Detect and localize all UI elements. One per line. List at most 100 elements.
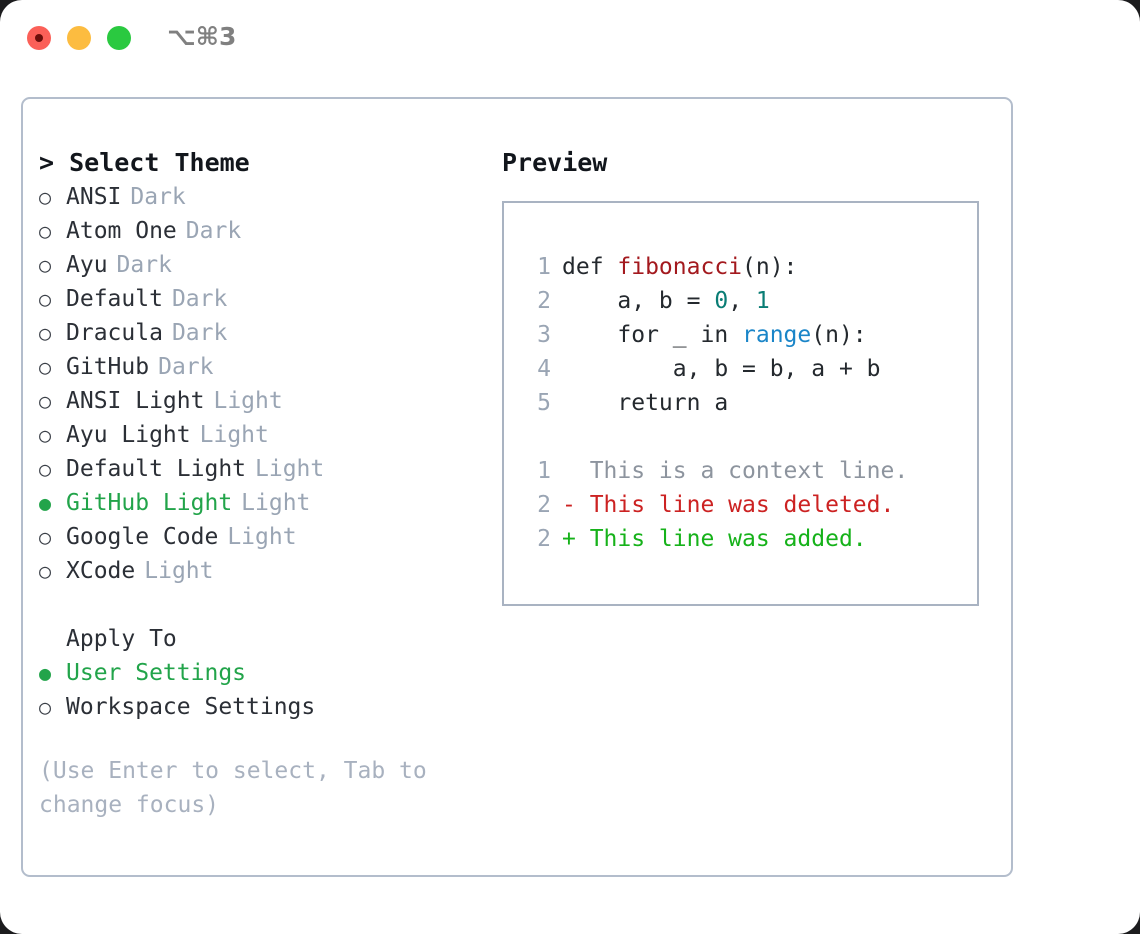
diff-text: - This line was deleted. <box>562 492 895 518</box>
title-bar: ⌥⌘3 <box>0 0 1140 78</box>
code-text: return a <box>562 386 728 420</box>
code-token: for _ in <box>562 322 743 348</box>
line-number: 1 <box>537 458 551 484</box>
theme-variant-tag: Dark <box>130 184 186 210</box>
radio-unselected-icon[interactable]: ○ <box>39 321 52 345</box>
line-number: 2 <box>537 526 551 552</box>
radio-selected-icon[interactable]: ● <box>39 661 52 685</box>
theme-list-item[interactable]: ○ Ayu Light Light <box>39 418 479 452</box>
theme-variant-tag: Dark <box>185 218 242 244</box>
diff-text: + This line was added. <box>562 526 867 552</box>
line-number: 3 <box>537 322 551 348</box>
radio-selected-icon[interactable]: ● <box>39 491 52 515</box>
theme-list-item[interactable]: ● GitHub Light Light <box>39 486 479 520</box>
code-token: , <box>728 288 756 314</box>
apply-to-list[interactable]: ● User Settings ○ Workspace Settings <box>39 656 479 724</box>
radio-unselected-icon[interactable]: ○ <box>39 287 52 311</box>
line-number: 1 <box>537 254 551 280</box>
theme-variant-tag: Light <box>144 558 214 584</box>
theme-name: ANSI <box>66 184 122 210</box>
code-token: a, b = <box>562 288 715 314</box>
theme-variant-tag: Light <box>213 388 283 414</box>
code-line: 1 def fibonacci(n): <box>523 250 881 284</box>
radio-unselected-icon[interactable]: ○ <box>39 695 52 719</box>
theme-name: ANSI Light <box>66 388 205 414</box>
select-theme-header: > Select Theme <box>39 148 250 177</box>
minimize-window-icon[interactable] <box>67 26 91 50</box>
diff-text: This is a context line. <box>562 458 909 484</box>
radio-unselected-icon[interactable]: ○ <box>39 423 52 447</box>
code-token: 1 <box>755 288 770 314</box>
theme-name: Default Light <box>66 456 247 482</box>
theme-name: Dracula <box>66 320 163 346</box>
radio-unselected-icon[interactable]: ○ <box>39 559 52 583</box>
close-window-icon[interactable] <box>27 26 51 50</box>
theme-variant-tag: Light <box>227 524 297 550</box>
theme-name: GitHub Light <box>66 490 233 516</box>
radio-unselected-icon[interactable]: ○ <box>39 389 52 413</box>
theme-list-item[interactable]: ○ ANSI Dark <box>39 180 479 214</box>
line-number: 2 <box>537 492 551 518</box>
code-token: def <box>562 254 618 280</box>
theme-list-item[interactable]: ○ ANSI Light Light <box>39 384 479 418</box>
code-token: (n): <box>742 254 798 280</box>
theme-variant-tag: Light <box>255 456 325 482</box>
line-number: 5 <box>537 390 551 416</box>
code-token: (n): <box>811 322 867 348</box>
code-token: range <box>742 322 812 348</box>
theme-variant-tag: Dark <box>158 354 214 380</box>
theme-variant-tag: Dark <box>171 286 228 312</box>
preview-title: Preview <box>502 148 608 177</box>
radio-unselected-icon[interactable]: ○ <box>39 219 52 243</box>
apply-to-item[interactable]: ● User Settings <box>39 656 479 690</box>
code-text: a, b = b, a + b <box>562 352 881 386</box>
theme-variant-tag: Light <box>241 490 311 516</box>
radio-unselected-icon[interactable]: ○ <box>39 457 52 481</box>
code-token: return a <box>562 390 729 416</box>
code-line: 2 a, b = 0, 1 <box>523 284 881 318</box>
apply-to-item[interactable]: ○ Workspace Settings <box>39 690 479 724</box>
code-text: a, b = 0, 1 <box>562 284 770 318</box>
radio-unselected-icon[interactable]: ○ <box>39 355 52 379</box>
apply-to-label: Workspace Settings <box>66 694 316 720</box>
traffic-lights <box>27 26 131 50</box>
spacer <box>39 588 479 622</box>
code-line: 5 return a <box>523 386 881 420</box>
theme-name: Atom One <box>66 218 177 244</box>
theme-list-item[interactable]: ○ GitHub Dark <box>39 350 479 384</box>
theme-variant-tag: Light <box>199 422 269 448</box>
code-text: def fibonacci(n): <box>562 250 797 284</box>
line-number: 4 <box>537 356 551 382</box>
maximize-window-icon[interactable] <box>107 26 131 50</box>
theme-name: Ayu Light <box>66 422 191 448</box>
apply-to-label: User Settings <box>66 660 247 686</box>
diff-line: 2 - This line was deleted. <box>523 488 908 522</box>
diff-sample: 1 This is a context line. 2 - This line wa… <box>523 454 908 556</box>
code-line: 4 a, b = b, a + b <box>523 352 881 386</box>
diff-line: 2 + This line was added. <box>523 522 908 556</box>
theme-name: Google Code <box>66 524 219 550</box>
diff-line: 1 This is a context line. <box>523 454 908 488</box>
code-line: 3 for _ in range(n): <box>523 318 881 352</box>
code-token: 0 <box>714 288 729 314</box>
radio-unselected-icon[interactable]: ○ <box>39 185 52 209</box>
spacer <box>39 724 479 754</box>
theme-list-item[interactable]: ○ Atom One Dark <box>39 214 479 248</box>
radio-unselected-icon[interactable]: ○ <box>39 253 52 277</box>
keyboard-shortcut-label: ⌥⌘3 <box>167 22 237 51</box>
theme-list-item[interactable]: ○ Google Code Light <box>39 520 479 554</box>
apply-to-heading: Apply To <box>66 626 177 652</box>
radio-unselected-icon[interactable]: ○ <box>39 525 52 549</box>
theme-list-item[interactable]: ○ Default Light Light <box>39 452 479 486</box>
theme-name: GitHub <box>66 354 150 380</box>
